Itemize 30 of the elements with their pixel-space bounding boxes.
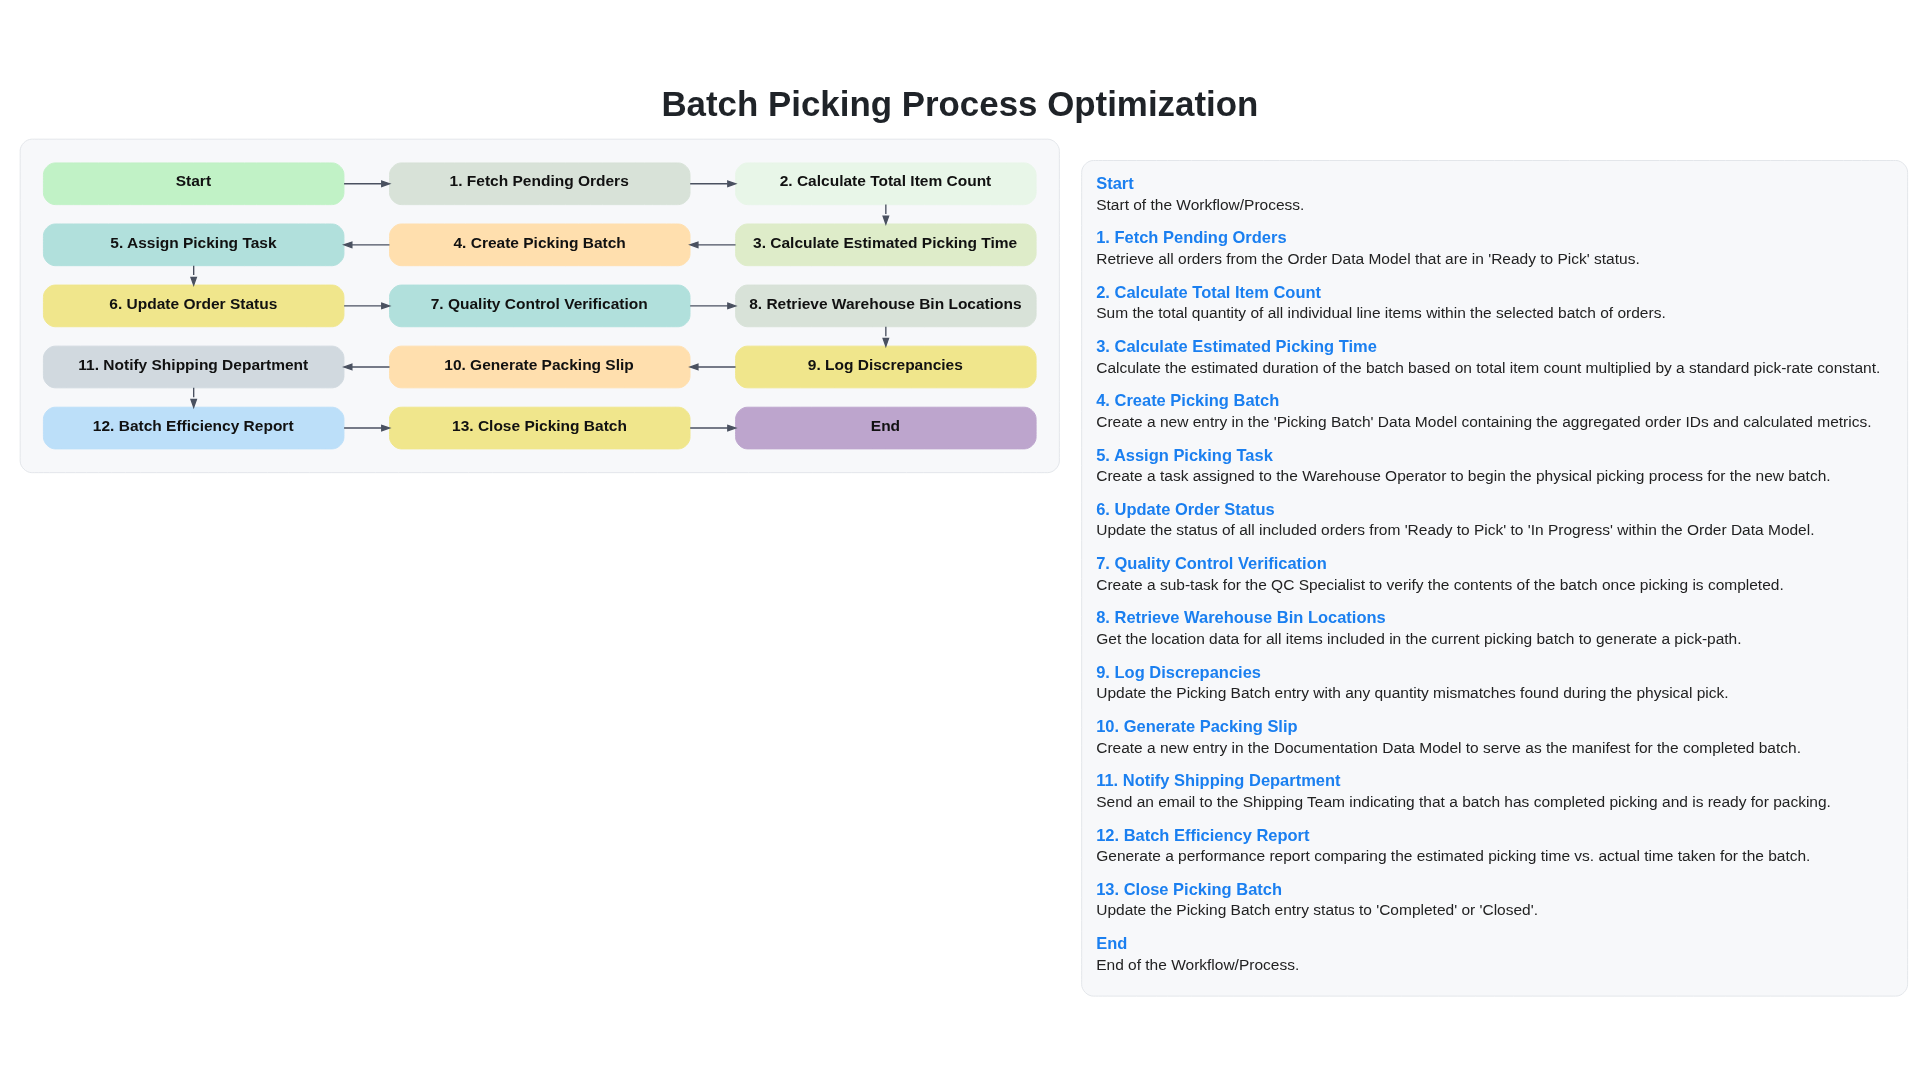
node-box: 5. Assign Picking Task [42, 223, 345, 266]
arrow [882, 325, 890, 348]
node-box: 7. Quality Control Verification [389, 284, 691, 327]
arrow [688, 362, 737, 371]
node-box: Start Start of the Workflow/Process. 1. Fetch Pending Orders Retrieve all orders from the Order Data Model that are in 'Ready to Pick' status. 2. Calculate Total Item Count Sum the total quantity of all individual line items within the selected batch of orders. 3. Calculate Estimated Picking Time Calculate the estimated duration of the batch based on total item count multiplied by a standard pick-rate constant. 4. Create Picking Batch Create a new entry in the 'Picking Batch' Data Model containing the aggregated order IDs and calculated metrics. 5. Assign Picking Task Create a task assigned to the Warehouse Operator to begin the physical picking process for the new batch. 6. Update Order Status Update the status of all included orders from 'Ready to Pick' to 'In Progress' within the Order Data Model. 7. Quality Control Verification Create a sub-task for the QC Specialist to verify the contents of the batch once picking is completed. 8. Retrieve Warehouse Bin Locations Get the location data for all items included in the current picking batch to generate a pick-path. 9. Log Discrepancies Update the Picking Batch entry with any quantity mismatches found during the physical pick. 10. Generate Packing Slip Create a new entry in the Documentation Data Model to serve as the manifest for the completed batch. 11. Notify Shipping Department Send an email to the Shipping Team indicating that a batch has completed picking and is ready for packing. 12. Batch Efficiency Report Generate a performance report comparing the estimated picking time vs. actual time taken for the batch. 13. Close Picking Batch Update the Picking Batch entry status to 'Completed' or 'Closed'. End End of the Workflow/Process. [1081, 159, 1909, 997]
arrow [343, 423, 392, 432]
arrow [689, 179, 738, 187]
node-box: 9. Log Discrepancies [735, 345, 1037, 388]
node-box: 13. Close Picking Batch [389, 406, 691, 449]
node-box: 2. Calculate Total Item Count [735, 161, 1037, 205]
node-box: 12. Batch Efficiency Report [42, 406, 345, 449]
node-box: 10. Generate Packing Slip [389, 345, 691, 388]
arrow [688, 240, 737, 248]
node-box: Start [42, 161, 345, 205]
node-box: 6. Update Order Status [42, 284, 345, 327]
node-box: 1. Fetch Pending Orders [389, 161, 691, 205]
arrow [689, 423, 738, 432]
node-box: End [735, 406, 1037, 449]
diagram-title: Batch Picking Process Optimization [661, 83, 1259, 123]
arrow [342, 240, 391, 248]
arrow [342, 362, 391, 371]
node-box: 11. Notify Shipping Department [42, 345, 345, 388]
cluster [19, 138, 1060, 473]
node-box: 8. Retrieve Warehouse Bin Locations [735, 284, 1037, 327]
arrow [343, 179, 392, 187]
arrow [689, 301, 738, 310]
node-box: 3. Calculate Estimated Picking Time [735, 223, 1037, 266]
arrow [882, 203, 890, 226]
node-box: 4. Create Picking Batch [389, 223, 691, 266]
arrow [343, 301, 392, 310]
